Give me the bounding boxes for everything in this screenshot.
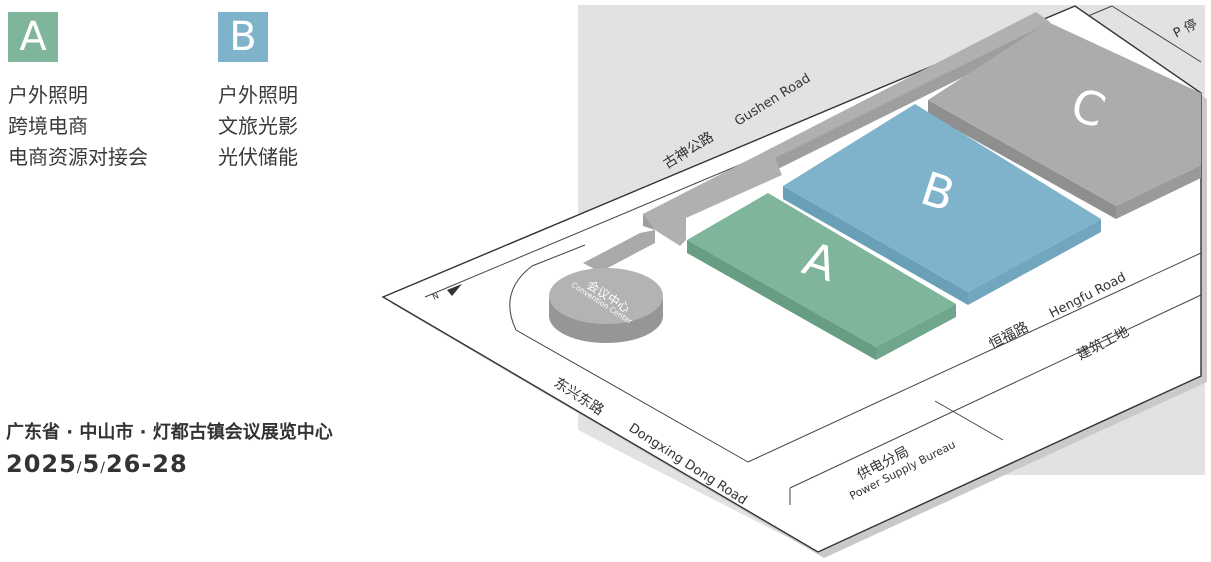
road-line [934,400,1004,441]
hall-a-roof [687,193,956,347]
road-curve [509,244,749,463]
date-separator: / [76,460,83,476]
hall-a-topic: 电商资源对接会 [8,145,148,169]
road-line [1111,5,1202,63]
hall-b-roof [783,104,1101,292]
compass-label: N [431,291,440,302]
hall-b-legend: B 户外照明 文旅光影 光伏储能 [218,12,298,173]
compass-arrow-icon [447,284,462,296]
road-line [747,252,1202,463]
venue-address: 广东省 · 中山市 · 灯都古镇会议展览中心 [6,422,333,443]
hall-b-side-front [783,186,968,305]
connector-walkway [583,230,655,272]
road-line [1087,5,1113,17]
hall-a-topics: 户外照明 跨境电商 电商资源对接会 [8,80,148,173]
date-year: 2025 [6,450,77,478]
hall-b-topics: 户外照明 文旅光影 光伏储能 [218,80,298,173]
event-dates: 2025/5/26-28 [6,450,188,478]
hall-a-legend: A 户外照明 跨境电商 电商资源对接会 [8,12,148,173]
hall-b-side-right [968,219,1101,305]
gray-corridor [643,12,1050,246]
date-days: 26-28 [105,450,188,478]
hall-b-topic: 光伏储能 [218,145,298,169]
hall-a-side-right [876,304,956,360]
hall-a-badge: A [8,12,58,62]
convention-center-roof [549,268,663,324]
hall-c-side-right [1116,165,1201,219]
hall-c-side-front [928,100,1116,219]
hall-b-topic: 文旅光影 [218,114,298,138]
hall-a-side-front [687,240,876,360]
hall-b-badge: B [218,12,268,62]
hall-a-topic: 跨境电商 [8,114,88,138]
road-line [789,294,1202,489]
hall-b-topic: 户外照明 [218,83,298,107]
date-month: 5 [82,450,101,478]
hall-a-topic: 户外照明 [8,83,88,107]
date-separator: / [100,460,106,476]
hall-c-roof [928,22,1201,206]
